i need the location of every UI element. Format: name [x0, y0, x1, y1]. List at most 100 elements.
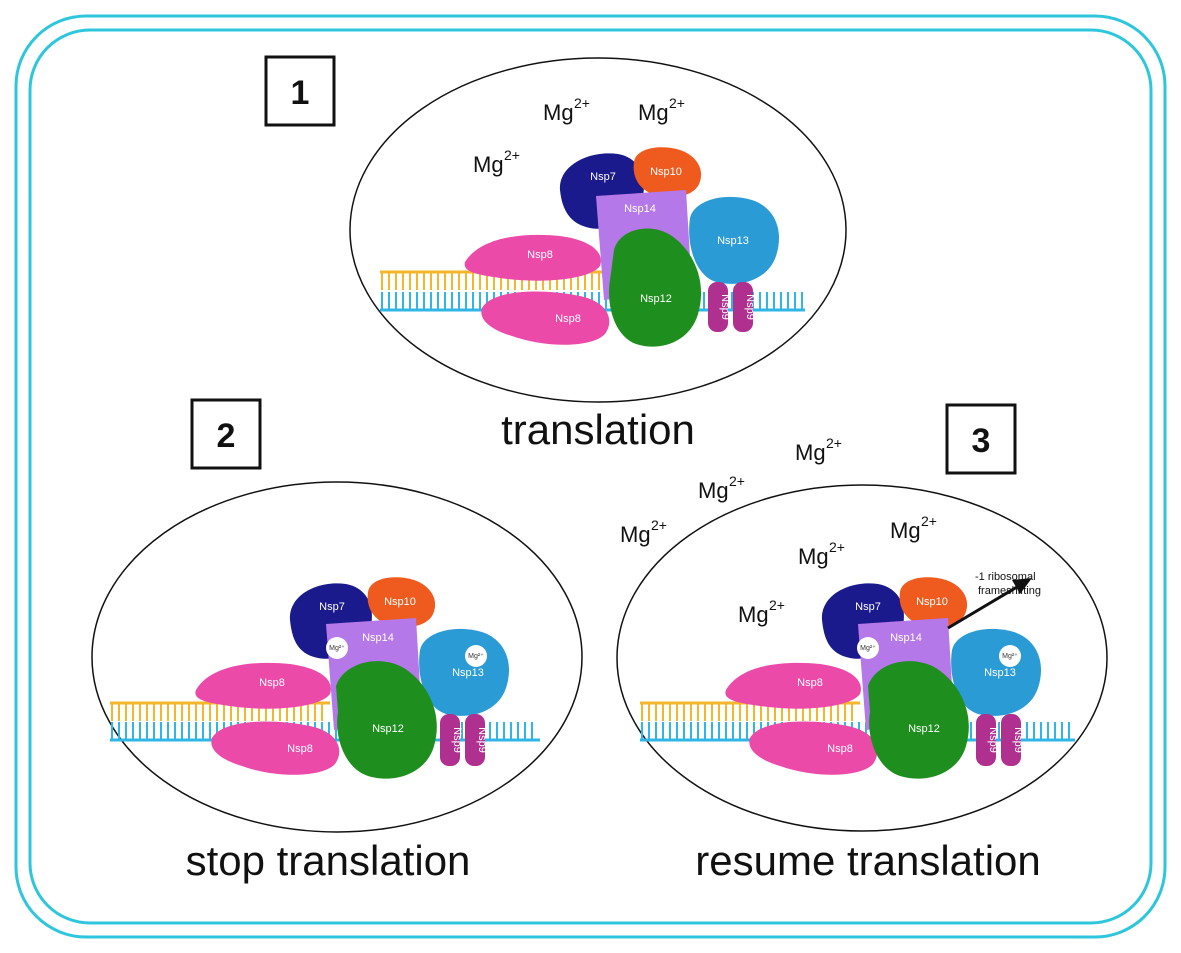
ion-charge: 2+	[769, 597, 785, 613]
protein-label: Nsp10	[384, 596, 416, 608]
protein-label: Nsp9	[476, 727, 488, 753]
panel-2-nsp10: Nsp10	[367, 577, 436, 628]
panel-2-nsp12: Nsp12	[336, 661, 437, 779]
panel-2-number-box	[190, 398, 262, 470]
panel-2-caption: stop translation	[186, 837, 471, 884]
panel-2-nsp8-top: Nsp8	[195, 662, 331, 709]
panel-1-nsp12: Nsp12	[609, 228, 702, 347]
panel-2-nsp13: Nsp13 Mg²⁺	[419, 628, 509, 716]
protein-label: Nsp8	[259, 677, 285, 689]
bound-ion-label: Mg²⁺	[1002, 653, 1018, 660]
protein-label: Nsp12	[640, 293, 672, 305]
panel-1-caption: translation	[501, 406, 695, 453]
ion-base: Mg	[890, 518, 921, 543]
protein-label: Nsp12	[908, 723, 940, 735]
panel-3-nsp8-top: Nsp8	[725, 662, 861, 709]
ion-base: Mg	[798, 544, 829, 569]
mg-ion-icon	[999, 645, 1021, 667]
panel-3-nsp12: Nsp12	[868, 661, 969, 779]
ion-base: Mg	[543, 100, 574, 125]
protein-label: Nsp9	[744, 294, 756, 320]
ion-charge: 2+	[651, 517, 667, 533]
ion-charge: 2+	[729, 473, 745, 489]
ion-charge: 2+	[504, 147, 520, 163]
panel-1-ion-3: Mg 2+	[638, 95, 685, 125]
protein-label: Nsp14	[362, 632, 394, 644]
protein-label: Nsp13	[984, 667, 1016, 679]
ion-base: Mg	[638, 100, 669, 125]
panel-2-nsp8-bottom: Nsp8	[211, 721, 340, 775]
protein-label: Nsp14	[890, 632, 922, 644]
protein-label: Nsp8	[827, 743, 853, 755]
panel-3-caption: resume translation	[695, 837, 1041, 884]
ion-charge: 2+	[829, 539, 845, 555]
panel-3-number: 3	[972, 422, 991, 460]
bound-ion-label: Mg²⁺	[329, 645, 345, 652]
panel-1-nsp10: Nsp10	[633, 147, 702, 198]
ion-base: Mg	[473, 152, 504, 177]
panel-1-nsp13: Nsp13	[689, 196, 779, 284]
protein-label: Nsp9	[987, 727, 999, 753]
inner-frame	[28, 28, 1153, 925]
protein-label: Nsp7	[590, 171, 616, 183]
panel-3-nsp9-a: Nsp9	[976, 714, 999, 766]
protein-label: Nsp8	[555, 313, 581, 325]
panel-1-number: 1	[291, 74, 310, 112]
panel-3-nsp9-b: Nsp9	[1001, 714, 1024, 766]
panel-2-nsp9-b: Nsp9	[465, 714, 488, 766]
mg-ion-icon	[857, 637, 879, 659]
protein-label: Nsp7	[855, 601, 881, 613]
panel-3-nsp10: Nsp10	[899, 577, 968, 628]
panel-2-nsp9-a: Nsp9	[440, 714, 463, 766]
ion-charge: 2+	[921, 513, 937, 529]
panel-2: 2 Nsp8 Nsp8 Nsp7 Nsp10 Nsp14 Mg	[91, 398, 583, 884]
ion-base: Mg	[620, 522, 651, 547]
outer-frame	[14, 14, 1167, 939]
panel-3-number-box	[945, 403, 1017, 475]
panel-1-nsp8-top: Nsp8	[464, 234, 601, 281]
panel-1-number-box	[264, 55, 336, 127]
bound-ion-label: Mg²⁺	[860, 645, 876, 652]
panel-1-nsp8-bottom: Nsp8	[481, 291, 610, 345]
bound-ion-label: Mg²⁺	[468, 653, 484, 660]
protein-label: Nsp13	[452, 667, 484, 679]
frameshift-label-line2: frameshifting	[978, 585, 1041, 597]
panel-3-ion-6: Mg 2+	[738, 597, 785, 627]
protein-label: Nsp13	[717, 235, 749, 247]
protein-label: Nsp9	[719, 294, 731, 320]
ion-base: Mg	[698, 478, 729, 503]
panel-1-nsp9-b: Nsp9	[733, 282, 756, 332]
mg-ion-icon	[326, 637, 348, 659]
panel-3-nsp8-bottom: Nsp8	[749, 721, 878, 775]
panel-2-number: 2	[217, 417, 236, 455]
panel-1-nsp9-a: Nsp9	[708, 282, 731, 332]
frameshift-arrow-icon	[947, 578, 1032, 630]
panel-1: 1 Mg 2+ Mg 2+ Mg 2+ Nsp8 Nsp8	[264, 55, 847, 453]
panel-3-ion-3: Mg 2+	[620, 517, 667, 547]
protein-label: Nsp8	[287, 743, 313, 755]
ion-base: Mg	[795, 440, 826, 465]
mg-ion-icon	[465, 645, 487, 667]
protein-label: Nsp9	[1012, 727, 1024, 753]
protein-label: Nsp14	[624, 203, 656, 215]
ion-charge: 2+	[669, 95, 685, 111]
protein-label: Nsp7	[319, 601, 345, 613]
protein-label: Nsp8	[797, 677, 823, 689]
protein-label: Nsp9	[451, 727, 463, 753]
protein-label: Nsp10	[650, 166, 682, 178]
protein-label: Nsp10	[916, 596, 948, 608]
ion-base: Mg	[738, 602, 769, 627]
protein-label: Nsp12	[372, 723, 404, 735]
panel-3: 3 Mg 2+ Mg 2+ Mg 2+ Mg 2+ Mg 2+ Mg 2+	[616, 403, 1108, 884]
panel-3-ion-4: Mg 2+	[890, 513, 937, 543]
frameshift-label-line1: -1 ribosomal	[975, 571, 1036, 583]
panel-1-ion-1: Mg 2+	[473, 147, 520, 177]
ion-charge: 2+	[574, 95, 590, 111]
protein-label: Nsp8	[527, 249, 553, 261]
panel-3-ion-2: Mg 2+	[698, 473, 745, 503]
panel-3-ion-5: Mg 2+	[798, 539, 845, 569]
panel-3-ion-1: Mg 2+	[795, 435, 842, 465]
ion-charge: 2+	[826, 435, 842, 451]
panel-1-ion-2: Mg 2+	[543, 95, 590, 125]
